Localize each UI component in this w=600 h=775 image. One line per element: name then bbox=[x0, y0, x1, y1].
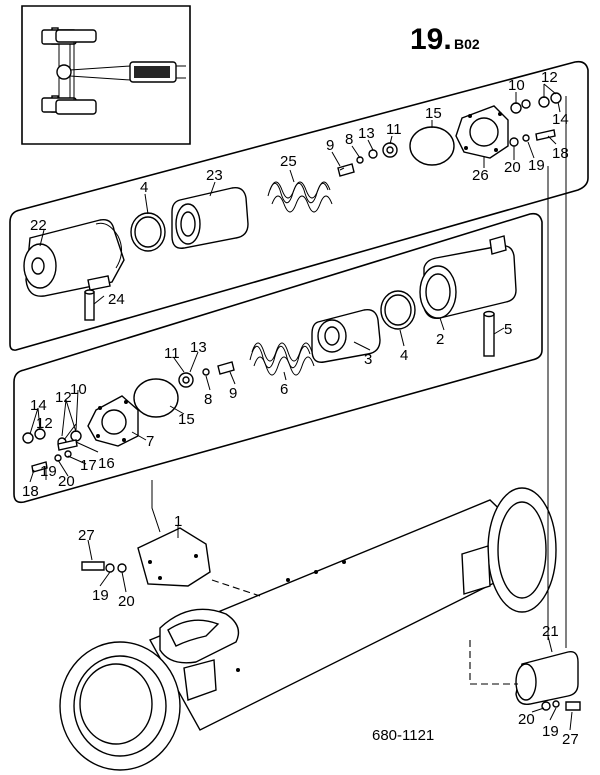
callout-26: 26 bbox=[472, 167, 489, 184]
hardware-lower-left bbox=[81, 561, 127, 573]
part-7-cover-middle bbox=[87, 395, 139, 447]
callout-12-middle-a: 12 bbox=[55, 389, 72, 406]
part-6-spring-middle bbox=[249, 342, 315, 376]
callout-8-upper: 8 bbox=[345, 131, 353, 148]
hardware-lower-right bbox=[541, 700, 581, 711]
part-11-cap-upper bbox=[382, 142, 398, 158]
part-15-o-ring-upper bbox=[409, 126, 455, 166]
main-tube-housing bbox=[59, 487, 557, 771]
callout-6: 6 bbox=[280, 381, 288, 398]
part-11-cap-middle bbox=[178, 372, 194, 388]
callout-11-upper: 11 bbox=[386, 121, 402, 138]
callout-27-left: 27 bbox=[78, 527, 95, 544]
callout-labels: 22 24 4 23 25 9 8 13 11 15 26 20 19 18 1… bbox=[22, 69, 579, 748]
part-5-pin bbox=[483, 310, 495, 357]
callout-13-middle: 13 bbox=[190, 339, 207, 356]
callout-9-middle: 9 bbox=[229, 385, 237, 402]
callout-8-middle: 8 bbox=[204, 391, 212, 408]
vehicle-locator-inset bbox=[21, 5, 191, 145]
part-4-seal-ring-middle bbox=[380, 290, 416, 330]
callout-9-upper: 9 bbox=[326, 137, 334, 154]
hardware-middle-left bbox=[22, 428, 82, 473]
callout-23: 23 bbox=[206, 167, 223, 184]
callout-3: 3 bbox=[364, 351, 372, 368]
callout-2: 2 bbox=[436, 331, 444, 348]
callout-27-lower-right: 27 bbox=[562, 731, 579, 748]
callout-7: 7 bbox=[146, 433, 154, 450]
callout-10-middle: 10 bbox=[70, 381, 87, 398]
callout-4-middle: 4 bbox=[400, 347, 408, 364]
callout-13-upper: 13 bbox=[358, 125, 375, 142]
callout-20-lower-right: 20 bbox=[518, 711, 535, 728]
part-8-washer-middle bbox=[202, 368, 210, 376]
callout-18-middle: 18 bbox=[22, 483, 39, 500]
callout-20-lower-left: 20 bbox=[118, 593, 135, 610]
callout-20-middle: 20 bbox=[58, 473, 75, 490]
middle-assembly-frame bbox=[13, 212, 543, 504]
callout-19-upper: 19 bbox=[528, 157, 545, 174]
callout-10-upper: 10 bbox=[508, 77, 525, 94]
part-15-o-ring-middle bbox=[133, 378, 179, 418]
callout-14-upper: 14 bbox=[552, 111, 569, 128]
part-3-piston bbox=[311, 309, 381, 363]
callout-12-middle-b: 12 bbox=[36, 415, 53, 432]
callout-22: 22 bbox=[30, 217, 47, 234]
callout-16: 16 bbox=[98, 455, 115, 472]
callout-17: 17 bbox=[80, 457, 97, 474]
callout-15-upper: 15 bbox=[425, 105, 442, 122]
part-1-bracket bbox=[137, 527, 211, 587]
callout-1: 1 bbox=[174, 513, 182, 530]
callout-21: 21 bbox=[542, 623, 559, 640]
section-code: B02 bbox=[454, 36, 480, 52]
drawing-number: 680-1121 bbox=[372, 727, 434, 744]
part-9-bleed-screw-middle bbox=[217, 361, 235, 375]
assembly-lines bbox=[151, 96, 567, 685]
callout-4-upper: 4 bbox=[140, 179, 148, 196]
callout-19-middle: 19 bbox=[40, 463, 57, 480]
callout-15-middle: 15 bbox=[178, 411, 195, 428]
section-number: 19. bbox=[410, 23, 452, 56]
callout-14-middle: 14 bbox=[30, 397, 47, 414]
part-21-cylinder-lower-right bbox=[515, 651, 579, 705]
callout-18-upper: 18 bbox=[552, 145, 569, 162]
leader-lines bbox=[29, 83, 573, 731]
callout-5: 5 bbox=[504, 321, 512, 338]
part-4-seal-ring-upper bbox=[130, 212, 166, 252]
part-26-cover-upper bbox=[455, 105, 509, 159]
callout-24: 24 bbox=[108, 291, 125, 308]
callout-11-middle: 11 bbox=[164, 345, 180, 362]
section-title: 19. B02 bbox=[410, 23, 480, 56]
part-23-sleeve bbox=[171, 187, 249, 249]
part-8-washer-upper bbox=[356, 156, 364, 164]
hardware-upper-right bbox=[509, 92, 562, 147]
callout-19-lower-left: 19 bbox=[92, 587, 109, 604]
part-9-bleed-screw-upper bbox=[337, 163, 355, 177]
callout-20-upper: 20 bbox=[504, 159, 521, 176]
upper-assembly-frame bbox=[9, 60, 589, 351]
callout-19-lower-right: 19 bbox=[542, 723, 559, 740]
part-24-pin bbox=[84, 289, 95, 321]
callout-12-upper: 12 bbox=[541, 69, 558, 86]
part-25-spring-upper bbox=[267, 181, 333, 213]
callout-25: 25 bbox=[280, 153, 297, 170]
part-13-nut-upper bbox=[368, 149, 378, 159]
part-2-cylinder-housing bbox=[419, 235, 517, 319]
